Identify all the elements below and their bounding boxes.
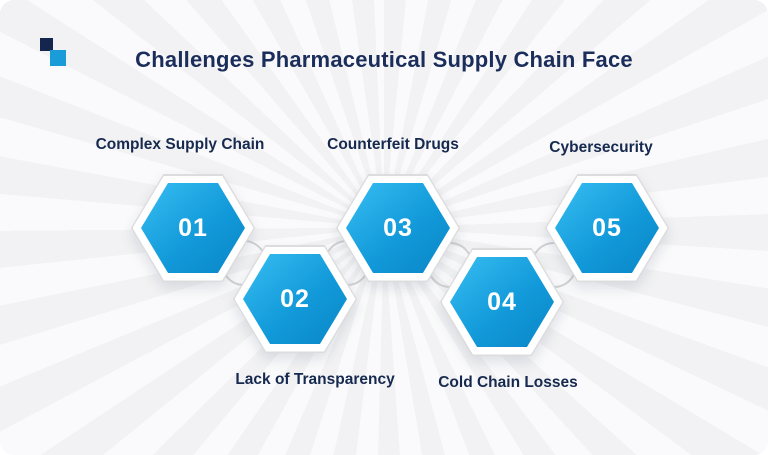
step-number-3: 03 (383, 213, 413, 242)
hexagon-step-1: 01 (131, 174, 255, 282)
hexagon-step-4: 04 (440, 248, 564, 356)
logo-square-dark (40, 38, 53, 51)
page-title: Challenges Pharmaceutical Supply Chain F… (135, 47, 633, 72)
logo-square-blue (50, 50, 66, 66)
step-number-2: 02 (280, 284, 310, 313)
hexagon-step-3: 03 (336, 174, 460, 282)
hexagon-step-5: 05 (545, 174, 669, 282)
step-label-cold-chain-losses: Cold Chain Losses (438, 374, 578, 391)
step-number-5: 05 (592, 213, 622, 242)
step-label-counterfeit-drugs: Counterfeit Drugs (327, 136, 459, 153)
step-label-cybersecurity: Cybersecurity (549, 139, 653, 156)
step-number-1: 01 (178, 213, 208, 242)
hexagon-step-2: 02 (233, 245, 357, 353)
step-label-complex-supply-chain: Complex Supply Chain (95, 136, 265, 153)
step-label-lack-of-transparency: Lack of Transparency (235, 371, 395, 388)
step-number-4: 04 (487, 287, 517, 316)
logo-mark (40, 38, 70, 70)
